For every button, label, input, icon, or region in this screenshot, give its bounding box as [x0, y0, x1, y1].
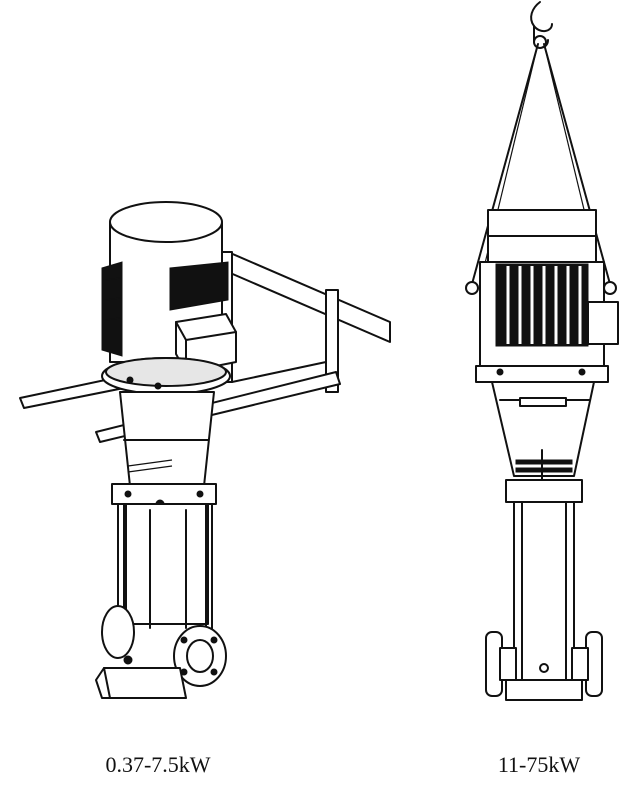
caption-large-pump: 11-75kW: [497, 752, 581, 777]
adapter: [119, 391, 215, 487]
motor: [101, 201, 237, 395]
pump-body: [95, 483, 227, 699]
motor: [465, 209, 619, 383]
large-pump-with-sling: [465, 1, 619, 701]
caption-small-pump: 0.37-7.5kW: [105, 752, 211, 777]
pump-body: [485, 479, 603, 701]
crane-hook-icon: [530, 1, 553, 49]
small-pump-with-lifting-frame: [19, 201, 391, 699]
adapter: [491, 381, 595, 481]
